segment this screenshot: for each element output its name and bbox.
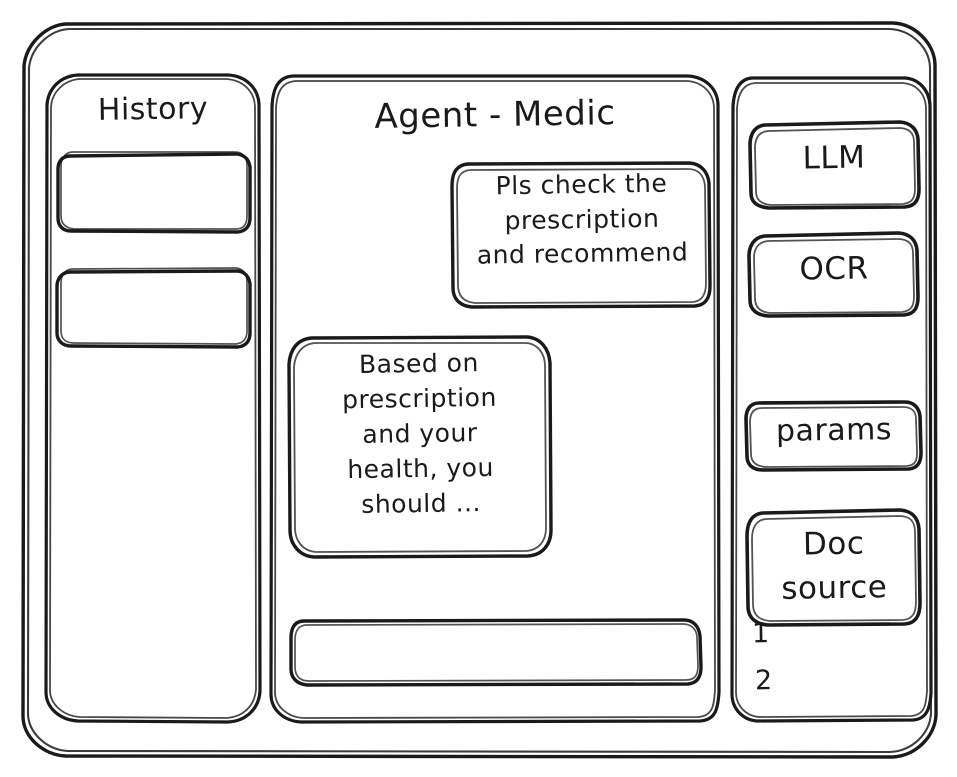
params-button-stroke: [744, 400, 923, 472]
history-item-1-stroke: [56, 151, 252, 234]
history-panel: [46, 75, 261, 723]
tools-panel: [732, 78, 932, 722]
doc-source-button-stroke: [745, 508, 922, 627]
tools-panel-stroke: [730, 76, 933, 723]
user-message-bubble-stroke: [450, 161, 712, 309]
assistant-message-bubble-stroke: [287, 335, 553, 559]
ocr-button-stroke: [747, 231, 920, 318]
main-panel: [271, 76, 720, 723]
app-window-frame-stroke: [21, 21, 938, 759]
composer-input-stroke: [289, 618, 703, 687]
main-panel-stroke: [269, 74, 721, 724]
history-panel-stroke: [44, 73, 262, 724]
history-item-2-stroke: [55, 267, 252, 349]
llm-button-stroke: [748, 120, 921, 210]
